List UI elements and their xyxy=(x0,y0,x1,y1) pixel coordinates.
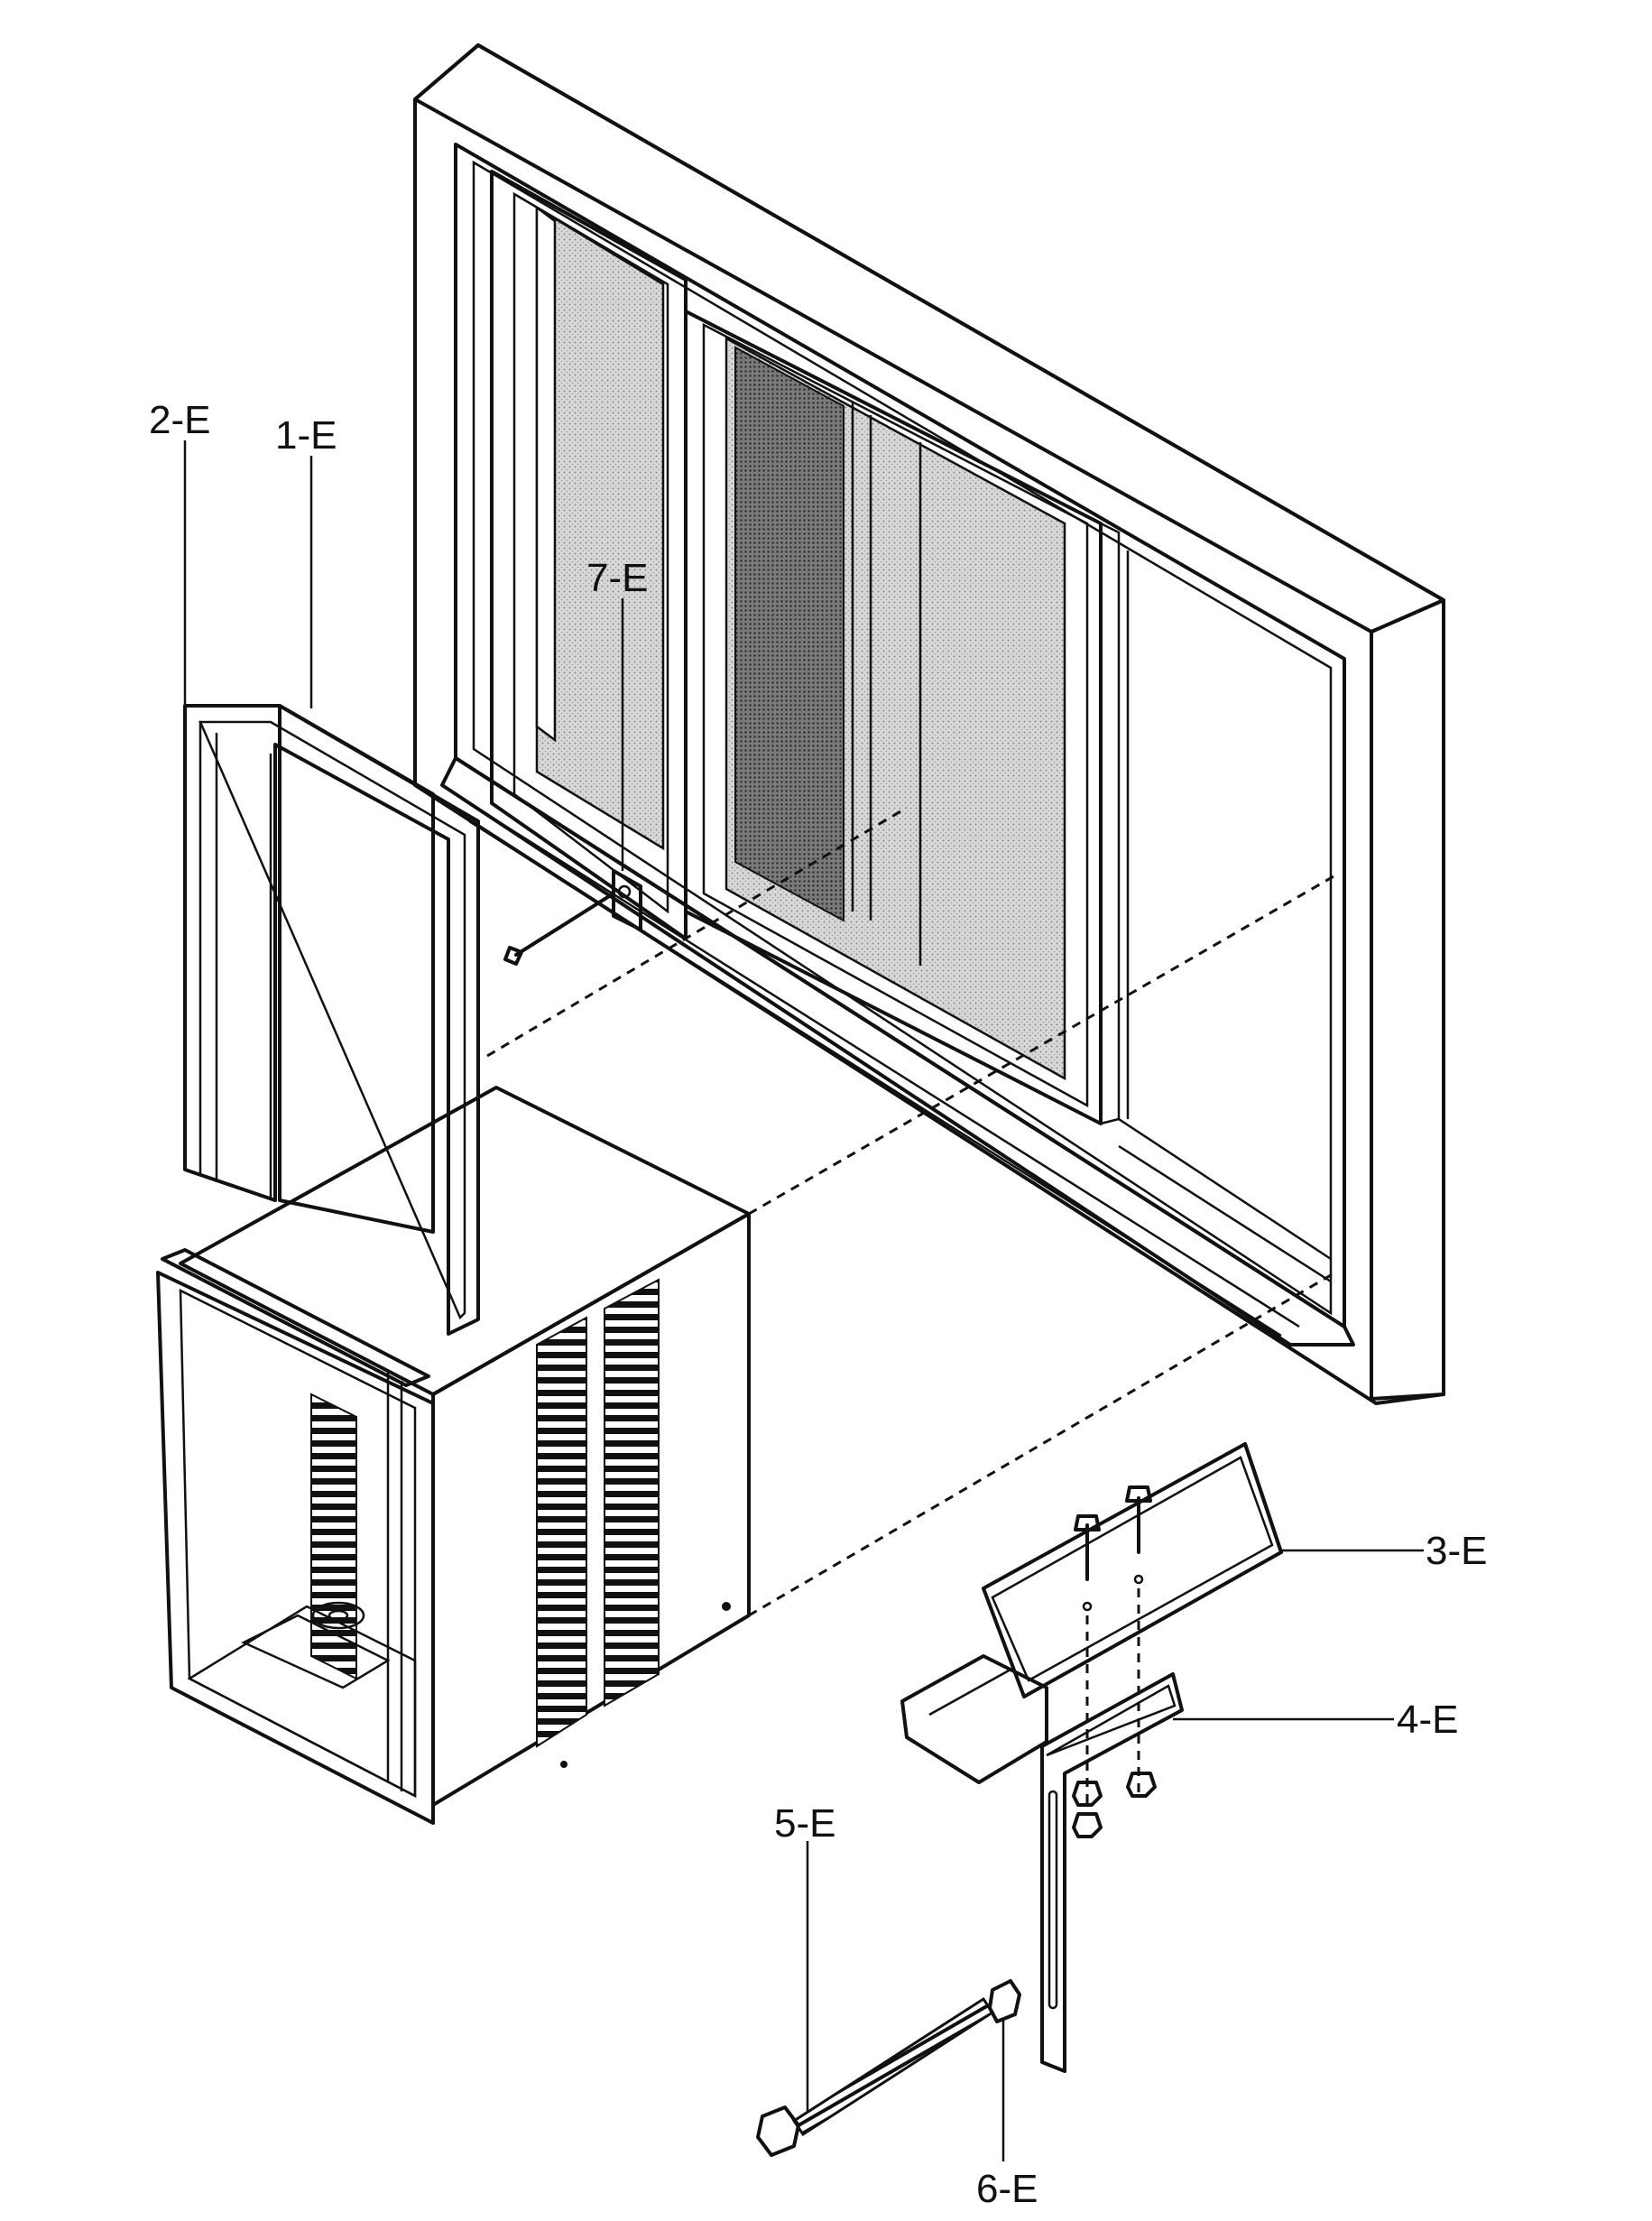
callout-7e: 7-E xyxy=(586,556,648,600)
sliding-screen-dark xyxy=(734,346,844,922)
callout-1e: 1-E xyxy=(275,413,337,458)
window-frame xyxy=(413,43,1445,1405)
side-louver-right xyxy=(604,1278,660,1707)
part-4e-bracket xyxy=(1040,1672,1394,2073)
side-louver-left xyxy=(536,1316,587,1748)
callout-3e: 3-E xyxy=(1426,1529,1487,1573)
callout-4e: 4-E xyxy=(1397,1698,1458,1742)
part-1e-panel xyxy=(269,704,435,1234)
air-conditioner-cabinet xyxy=(156,1086,751,1825)
callout-6e: 6-E xyxy=(976,2167,1038,2211)
part-3e-support-rail xyxy=(900,1442,1424,1805)
part-5e-bolt xyxy=(756,1841,995,2157)
part-6e-nut xyxy=(988,1979,1021,2161)
callout-5e: 5-E xyxy=(774,1801,835,1846)
part-7e-bracket xyxy=(503,869,642,966)
callout-2e: 2-E xyxy=(149,398,210,442)
alignment-lines xyxy=(486,806,1336,1617)
